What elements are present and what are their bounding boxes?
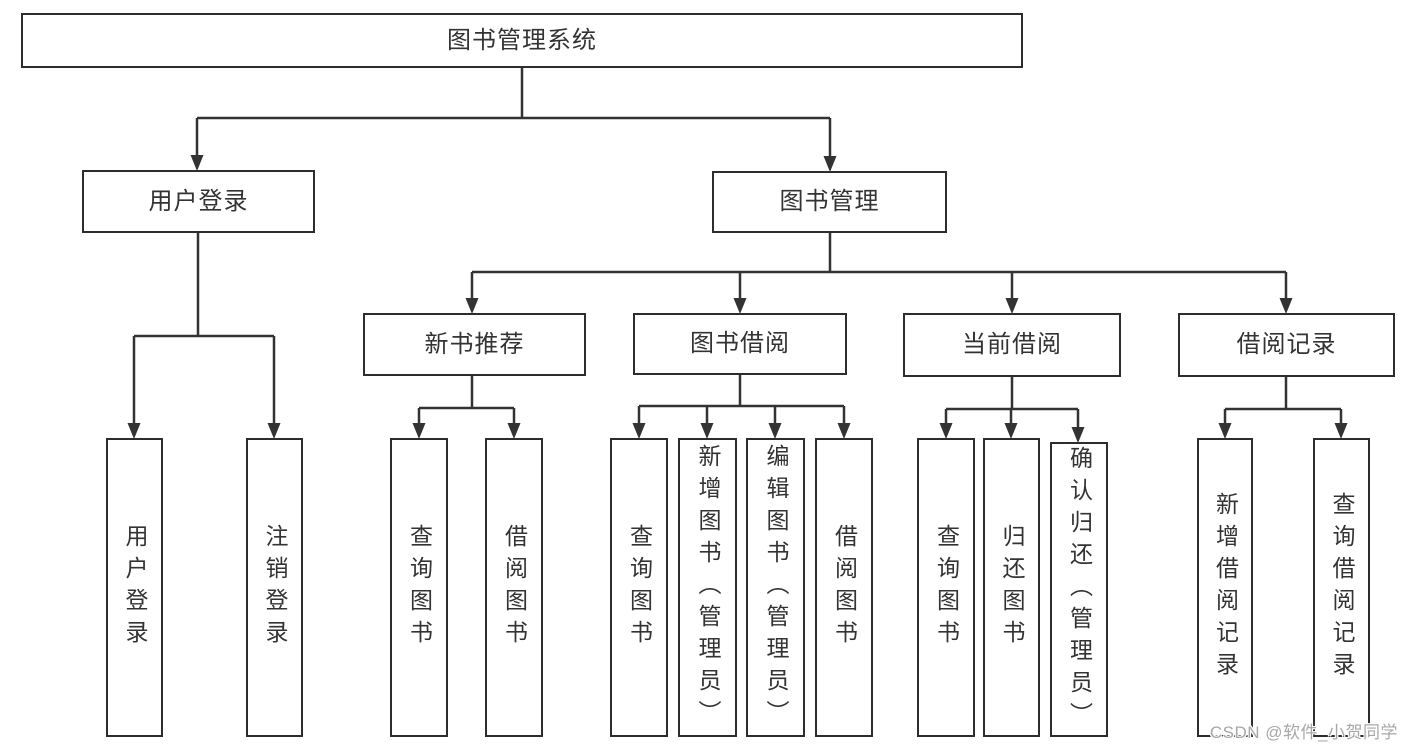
leaf-current-confirm-return-admin: 确认归还（管理员） [1050,442,1108,737]
node-new-book-recommend: 新书推荐 [363,313,586,376]
node-book-borrow: 图书借阅 [633,313,847,375]
node-label: 借阅图书 [831,523,858,652]
leaf-logout: 注销登录 [246,438,303,737]
node-label: 图书管理 [779,188,880,215]
node-label: 归还图书 [999,523,1025,652]
leaf-records-query-record: 查询借阅记录 [1313,438,1370,737]
node-label: 新增图书（管理员） [695,443,721,732]
node-label: 注销登录 [262,523,288,652]
csdn-watermark: CSDN @软件_小贺同学 [1209,723,1398,742]
arrow-down-icon [127,423,141,439]
node-label: 查询图书 [406,523,433,652]
arrow-down-icon [837,423,851,439]
node-label: 图书管理系统 [447,26,597,54]
node-label: 新书推荐 [424,330,525,358]
node-label: 用户登录 [148,187,249,215]
leaf-newbook-query-books: 查询图书 [390,438,448,737]
node-label: 新增借阅记录 [1212,491,1239,684]
node-label: 图书借阅 [690,330,790,357]
leaf-borrow-borrow-books: 借阅图书 [815,438,873,737]
arrow-down-icon [700,423,714,439]
arrow-down-icon [1279,298,1293,314]
arrow-down-icon [507,423,521,439]
leaf-current-return-books: 归还图书 [983,438,1040,737]
node-label: 编辑图书（管理员） [763,443,789,732]
arrow-down-icon [823,156,837,172]
arrow-down-icon [1071,427,1085,443]
node-label: 查询图书 [933,523,960,652]
arrow-down-icon [632,423,646,439]
node-label: 借阅图书 [501,523,528,652]
connector-book-mgmt-to-modules [470,233,1288,301]
node-user-login-branch: 用户登录 [82,170,315,233]
arrow-down-icon [1218,423,1232,439]
connector-new-book-to-leaves [417,376,516,426]
leaf-current-query-books: 查询图书 [917,438,975,737]
leaf-newbook-borrow-books: 借阅图书 [485,438,543,737]
arrow-down-icon [190,155,204,171]
arrow-down-icon [1005,298,1019,314]
connector-current-borrow-to-leaves [944,377,1080,430]
arrow-down-icon [267,423,281,439]
connector-user-login-to-leaves [132,233,276,426]
leaf-user-login: 用户登录 [106,438,163,737]
arrow-down-icon [1334,423,1348,439]
arrowhead-icons [127,155,1348,443]
connector-root-to-branches [195,68,832,159]
arrow-down-icon [1004,423,1018,439]
node-label: 查询图书 [626,523,653,652]
arrow-down-icon [939,423,953,439]
node-label: 当前借阅 [962,331,1062,358]
leaf-records-add-record: 新增借阅记录 [1197,438,1253,737]
node-root-library-system: 图书管理系统 [21,13,1023,68]
node-label: 用户登录 [122,523,148,652]
arrow-down-icon [412,423,426,439]
node-label: 确认归还（管理员） [1066,445,1093,734]
node-label: 借阅记录 [1236,331,1337,358]
leaf-borrow-edit-books-admin: 编辑图书（管理员） [746,438,805,737]
connector-borrow-records-to-leaves [1223,377,1343,426]
leaf-borrow-add-books-admin: 新增图书（管理员） [678,438,737,737]
arrow-down-icon [733,298,747,314]
node-label: 查询借阅记录 [1329,491,1355,684]
connector-book-borrow-to-leaves [637,375,846,426]
node-book-management: 图书管理 [712,171,947,233]
arrow-down-icon [465,298,479,314]
node-borrow-records: 借阅记录 [1178,313,1395,377]
leaf-borrow-query-books: 查询图书 [610,438,668,737]
node-current-borrow: 当前借阅 [903,313,1121,377]
arrow-down-icon [768,423,782,439]
